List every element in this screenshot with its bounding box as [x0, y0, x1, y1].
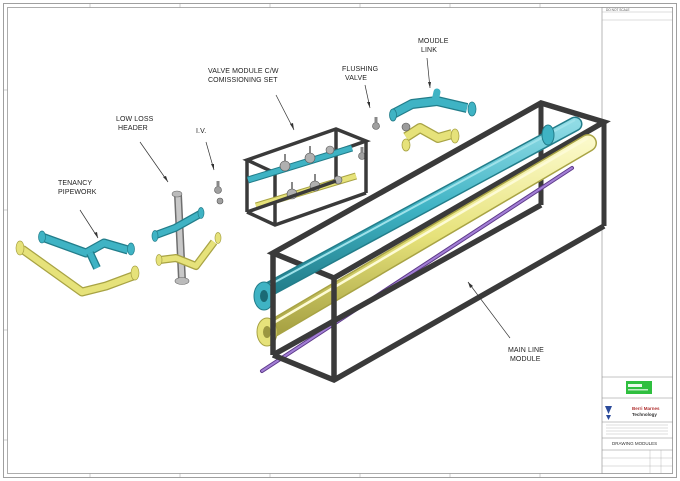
- label-module-link-2: LINK: [421, 47, 437, 54]
- title-block-ref: DO NOT SCALE: [606, 8, 630, 12]
- brand-line-2: Technology: [632, 412, 657, 417]
- main-frame-front: [270, 202, 606, 384]
- iv-valves: [214, 181, 224, 205]
- main-line-module: [253, 100, 611, 384]
- low-loss-header: [151, 190, 222, 285]
- drawing-title: DRAWING MODULES: [612, 441, 657, 446]
- label-tenancy-2: PIPEWORK: [58, 189, 97, 196]
- label-flushing-2: VALVE: [345, 75, 367, 82]
- label-header-1: LOW LOSS: [116, 116, 154, 123]
- label-flushing-1: FLUSHING: [342, 66, 378, 73]
- company-logo-badge: [626, 381, 652, 394]
- title-block: DO NOT SCALE Berri Marnes Technology DRA…: [601, 7, 673, 474]
- tenancy-pipework: [15, 230, 140, 297]
- main-purple-pipe: [260, 166, 574, 373]
- label-tenancy-1: TENANCY: [58, 180, 92, 187]
- main-cyan-pipe: [253, 116, 583, 311]
- label-main-line-1: MAIN LINE: [508, 347, 544, 354]
- brand-line-1: Berri Marnes: [632, 406, 660, 411]
- module-link-pipes: [389, 88, 477, 152]
- label-valve-module-2: COMISSIONING SET: [208, 77, 278, 84]
- label-valve-module-1: VALVE MODULE C/W: [208, 68, 279, 75]
- label-header-2: HEADER: [118, 125, 148, 132]
- brand-logo-icon: [605, 406, 612, 420]
- label-module-link-1: MOUDLE: [418, 38, 449, 45]
- label-main-line-2: MODULE: [510, 356, 541, 363]
- main-yellow-pipe: [256, 134, 597, 347]
- valve-module: [242, 127, 371, 227]
- flushing-valve-icons: [358, 117, 380, 160]
- label-iv: I.V.: [196, 128, 206, 135]
- callout-labels: TENANCY PIPEWORK LOW LOSS HEADER I.V. VA…: [58, 38, 544, 363]
